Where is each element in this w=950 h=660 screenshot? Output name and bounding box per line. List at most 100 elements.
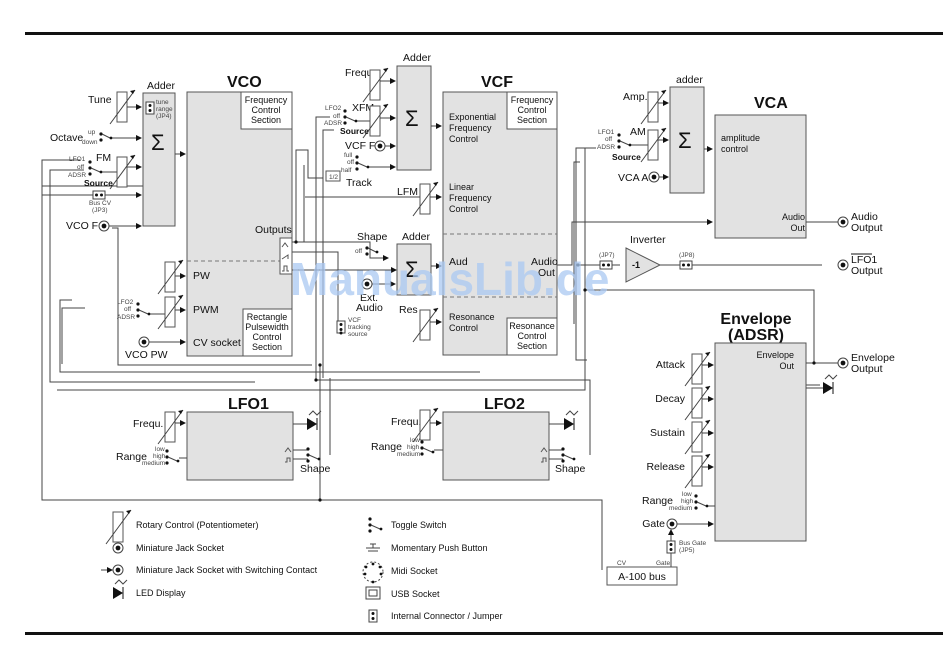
svg-text:ADSR: ADSR	[117, 314, 135, 321]
vco-adder-label: Adder	[147, 80, 176, 92]
gate-jack-icon[interactable]	[666, 518, 678, 530]
svg-text:Section: Section	[251, 115, 281, 125]
envelope-range-label: Range	[642, 495, 673, 507]
svg-text:(ADSR): (ADSR)	[728, 327, 784, 344]
bus-cv-jumper-icon[interactable]	[92, 190, 106, 200]
legend-item-usb: USB Socket	[365, 586, 440, 600]
svg-text:Frequency: Frequency	[511, 95, 554, 105]
svg-text:medium: medium	[669, 505, 692, 512]
vcf-f-jack-icon[interactable]	[374, 140, 386, 152]
envelope-range-switch[interactable]	[693, 493, 709, 511]
svg-text:(JP4): (JP4)	[156, 113, 172, 120]
legend-item-potentiometer: Rotary Control (Potentiometer)	[105, 509, 259, 545]
vcf-tracking-source-jumper-icon[interactable]	[336, 320, 346, 334]
vco-title: VCO	[227, 74, 262, 91]
vco-pw-label: VCO PW	[125, 349, 168, 361]
watermark: ManualsLib.de	[290, 253, 609, 305]
vca-a-label: VCA A	[618, 172, 648, 184]
svg-text:off: off	[124, 306, 131, 313]
inverter-label: Inverter	[630, 234, 666, 246]
vca-a-jack-icon[interactable]	[648, 171, 660, 183]
jumper-icon	[368, 609, 378, 623]
lfo1-shape-switch[interactable]	[305, 446, 321, 464]
signal-wires	[41, 116, 822, 570]
svg-text:Ext.: Ext.	[360, 292, 378, 304]
sustain-label: Sustain	[650, 427, 685, 439]
lfo1-inverted-output-jack-icon[interactable]	[837, 259, 849, 271]
vco-f-jack-icon[interactable]	[98, 220, 110, 232]
lfo2-shape-switch[interactable]	[560, 446, 576, 464]
svg-text:control: control	[721, 144, 748, 154]
svg-text:off: off	[347, 159, 354, 166]
vca-section: adder Σ Amp. LFO1 off ADSR AM Source VCA…	[597, 74, 883, 239]
release-pot-icon[interactable]	[684, 453, 711, 489]
lfo1-range-switch[interactable]	[164, 448, 180, 466]
envelope-led-icon	[822, 374, 838, 395]
bus-gate-jumper-icon[interactable]	[666, 540, 676, 554]
svg-text:Envelope: Envelope	[756, 350, 794, 360]
vcf-frequ-label: Frequ.	[345, 67, 375, 79]
envelope-section: Envelope (ADSR) Envelope Out Envelope Ou…	[642, 311, 895, 568]
svg-text:LFO1: LFO1	[598, 129, 615, 136]
lfo1-led-icon	[306, 410, 322, 431]
svg-text:Section: Section	[517, 115, 547, 125]
fm-label: FM	[96, 152, 111, 164]
gate-label: Gate	[642, 518, 665, 530]
vcf-audio-in-label: Aud	[449, 256, 468, 268]
svg-text:Out: Out	[538, 267, 555, 279]
svg-text:Miniature Jack Socket with Swi: Miniature Jack Socket with Switching Con…	[136, 565, 318, 575]
svg-text:tracking: tracking	[348, 324, 371, 331]
lfo2-shape-label: Shape	[555, 463, 586, 475]
potentiometer-icon	[105, 509, 132, 545]
svg-text:Envelope: Envelope	[851, 352, 895, 364]
attack-pot-icon[interactable]	[684, 351, 711, 387]
tune-label: Tune	[88, 94, 112, 106]
decay-pot-icon[interactable]	[684, 385, 711, 421]
a100-bus: A-100 bus CV Gate	[606, 560, 678, 586]
pulse-wave-icon	[282, 265, 289, 272]
push-button-icon	[366, 543, 380, 552]
vcf-section: Adder Σ Frequ. LFO2 off ADSR XFM Source …	[305, 52, 558, 356]
svg-text:Source: Source	[340, 126, 369, 136]
track-switch[interactable]	[354, 154, 370, 172]
sustain-pot-icon[interactable]	[684, 419, 711, 455]
vco-sigma-icon: Σ	[151, 130, 165, 155]
svg-text:LFO2: LFO2	[325, 105, 342, 112]
vco-pw-jack-icon[interactable]	[138, 336, 150, 348]
svg-text:Control: Control	[251, 105, 280, 115]
res-label: Res	[399, 304, 418, 316]
svg-text:off: off	[333, 113, 340, 120]
audio-adder-label: Adder	[402, 231, 431, 243]
decay-label: Decay	[655, 393, 686, 405]
lfo2-triangle-icon	[540, 447, 548, 453]
svg-text:Pulsewidth: Pulsewidth	[245, 322, 289, 332]
legend-item-jumper: Internal Connector / Jumper	[368, 609, 503, 623]
jp8-jumper-icon[interactable]	[679, 260, 693, 270]
svg-text:Out: Out	[790, 223, 805, 233]
lfo2-range-switch[interactable]	[419, 439, 435, 457]
tune-range-jumper-icon[interactable]	[145, 101, 155, 115]
legend-item-jack-socket: Miniature Jack Socket	[112, 542, 225, 554]
lfm-label: LFM	[397, 186, 418, 198]
lfo2-block	[442, 411, 550, 481]
svg-text:Control: Control	[449, 204, 478, 214]
octave-switch[interactable]	[98, 131, 113, 143]
a100-bus-label: A-100 bus	[618, 571, 666, 583]
jack-socket-icon	[112, 542, 124, 554]
svg-text:-1: -1	[632, 260, 640, 270]
audio-output-jack-icon[interactable]	[837, 216, 849, 228]
pwm-pot-icon[interactable]	[157, 294, 184, 330]
svg-text:source: source	[348, 331, 368, 338]
svg-text:Audio: Audio	[356, 302, 383, 314]
pw-pot-icon[interactable]	[157, 259, 184, 295]
svg-text:Rotary Control (Potentiometer): Rotary Control (Potentiometer)	[136, 520, 259, 530]
lfo1-square-icon	[285, 457, 291, 463]
envelope-output-jack-icon[interactable]	[837, 357, 849, 369]
svg-text:Control: Control	[449, 323, 478, 333]
svg-text:down: down	[82, 139, 98, 146]
pwm-source-switch[interactable]	[135, 301, 151, 319]
vcf-freq-control-section	[506, 91, 558, 130]
lfo2-section: LFO2 Frequ. Range low high medium Shape	[371, 396, 586, 481]
svg-text:high: high	[681, 498, 694, 505]
